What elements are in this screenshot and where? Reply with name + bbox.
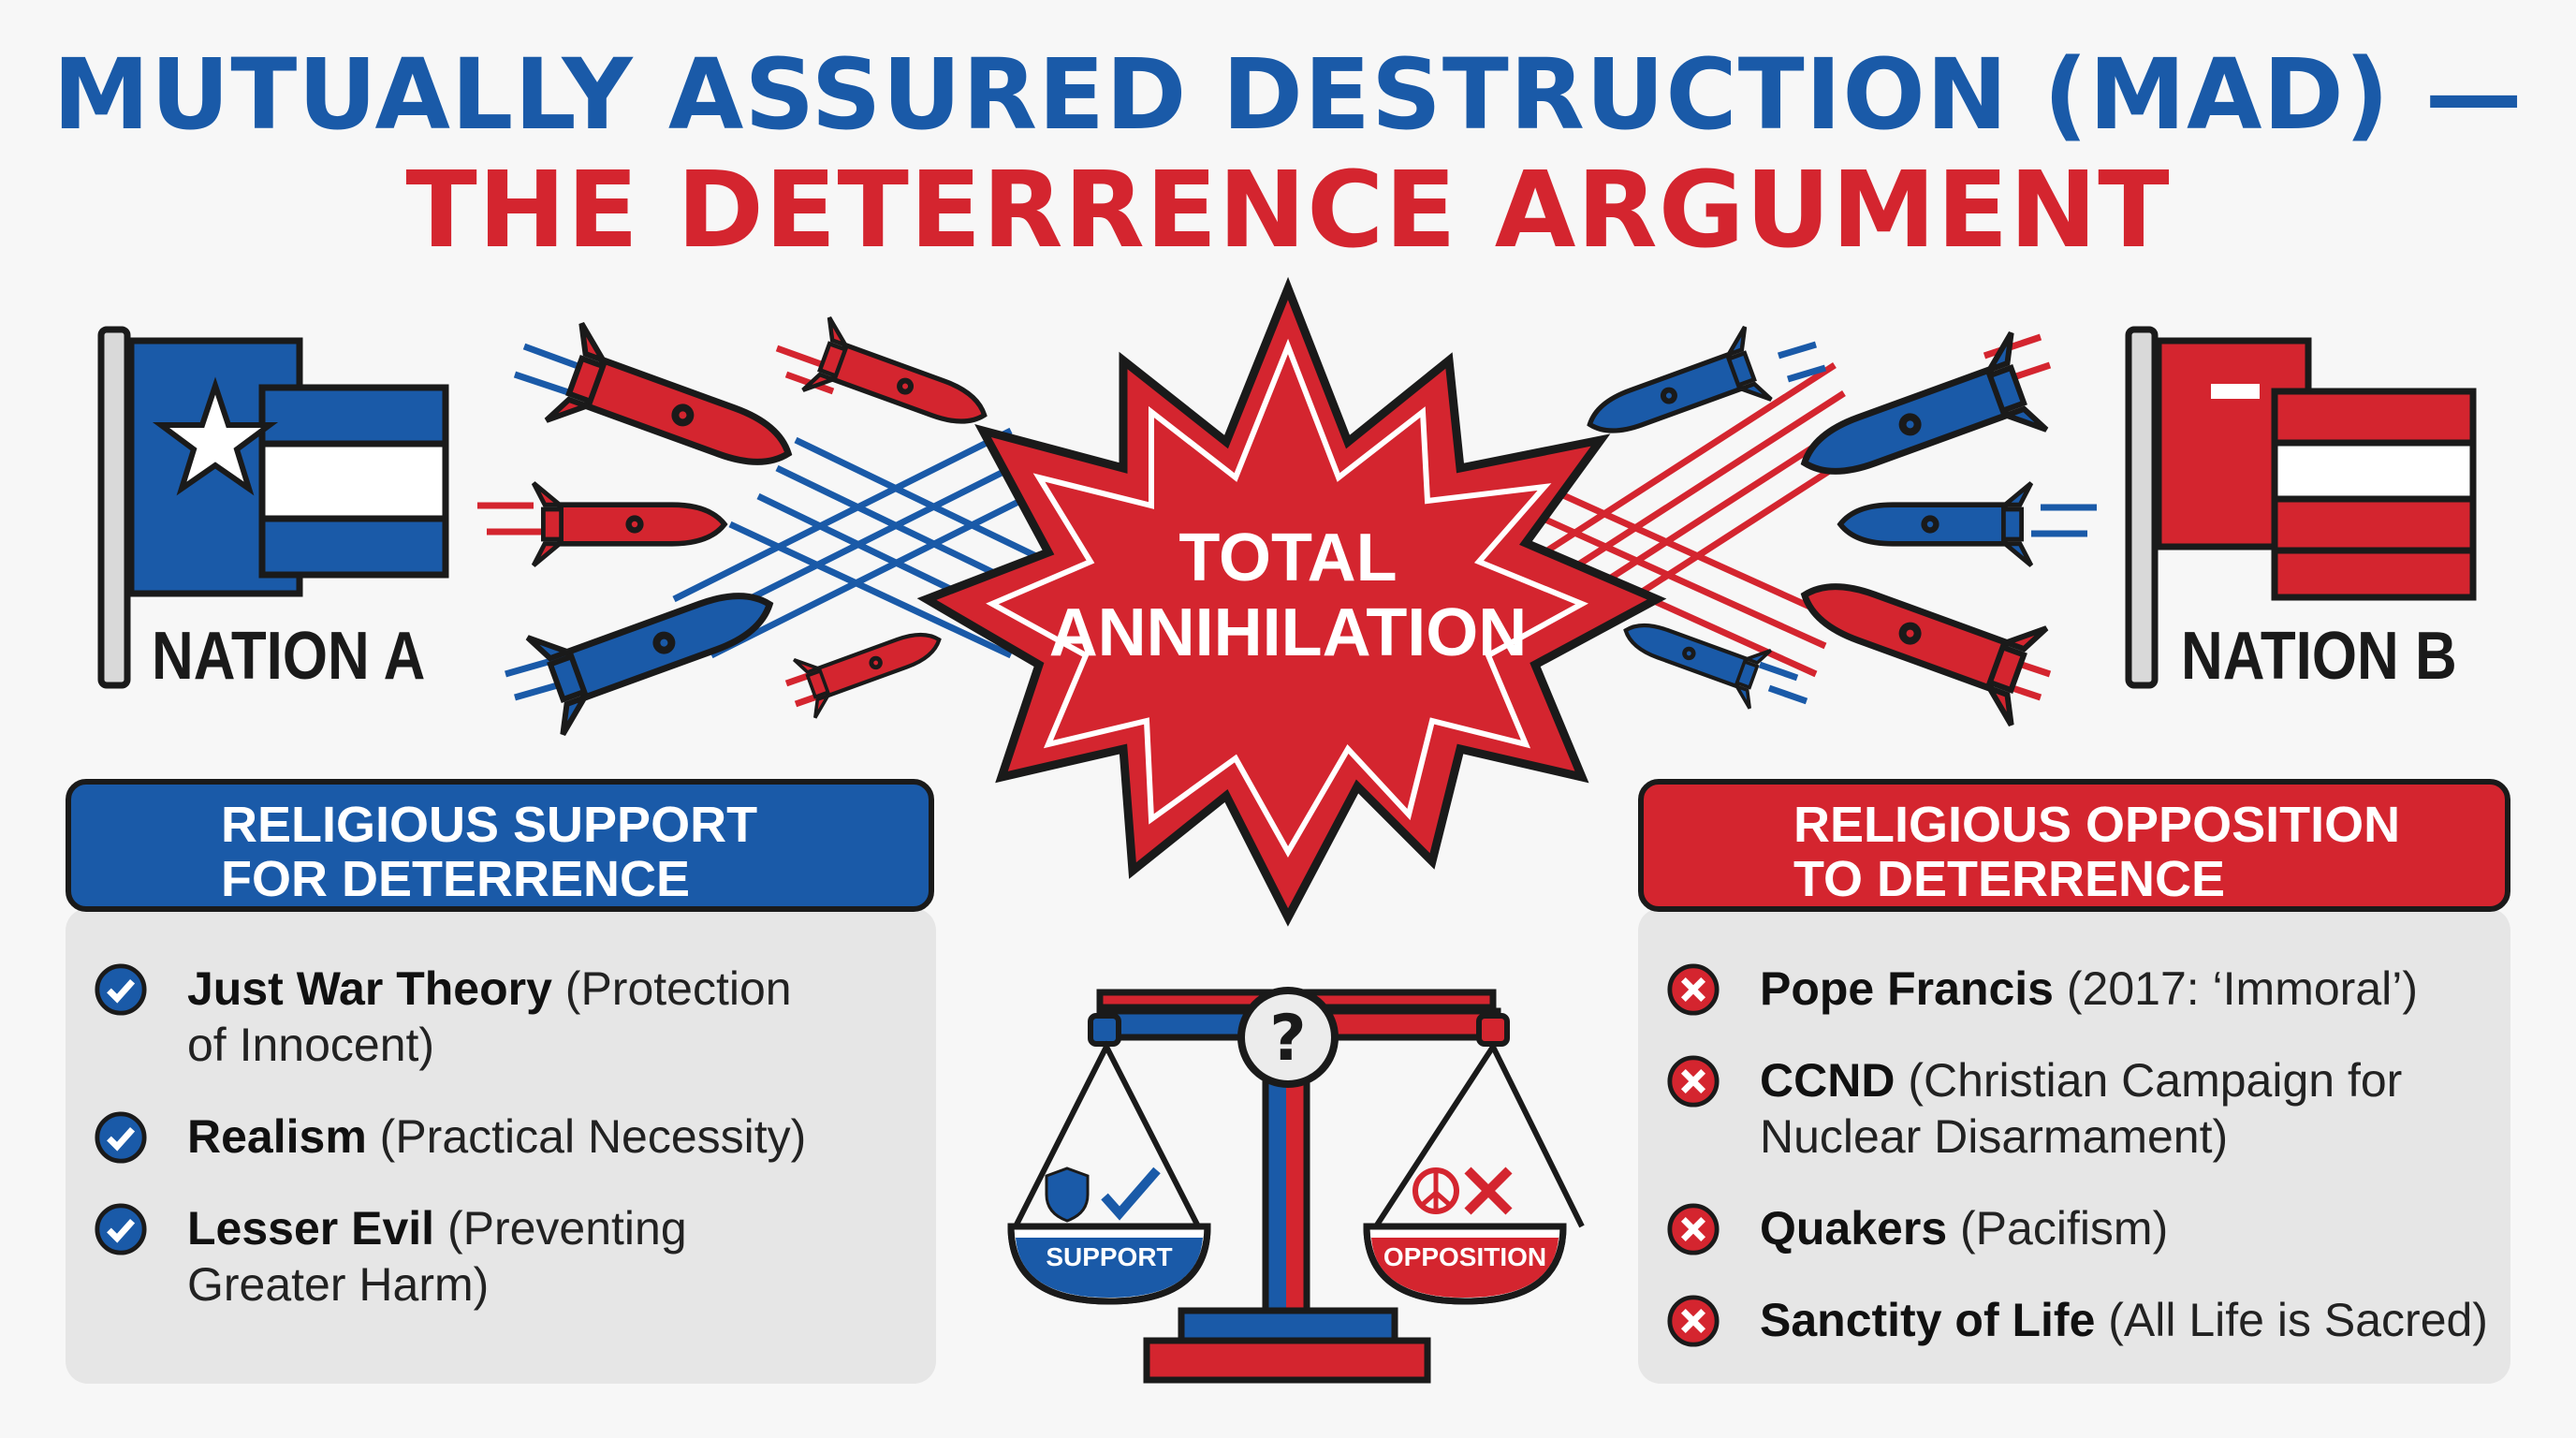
support-item: Lesser Evil (Preventing Greater Harm) xyxy=(95,1200,687,1313)
cross-icon xyxy=(1464,1167,1513,1215)
support-item: Realism (Practical Necessity) xyxy=(95,1108,806,1165)
explosion-burst xyxy=(916,276,1667,927)
opposition-item: Quakers (Pacifism) xyxy=(1667,1200,2168,1256)
trajectory-lines-left xyxy=(477,343,1069,708)
explosion-line-2: ANNIHILATION xyxy=(1048,595,1528,670)
support-panel-body xyxy=(66,908,936,1384)
opposition-item: Pope Francis (2017: ‘Immoral’) xyxy=(1667,961,2418,1017)
title-line-2: THE DETERRENCE ARGUMENT xyxy=(405,150,2171,271)
nation-b-flag xyxy=(2125,326,2477,689)
opposition-panel-header: RELIGIOUS OPPOSITION TO DETERRENCE xyxy=(1638,779,2510,912)
trajectory-lines-right xyxy=(1524,333,2097,705)
scale-support-label: SUPPORT xyxy=(1046,1242,1172,1271)
support-header-line-2: FOR DETERRENCE xyxy=(221,851,691,907)
question-mark: ? xyxy=(1269,1002,1306,1076)
nation-b-label: NATION B xyxy=(2181,619,2457,694)
checkmark-icon xyxy=(1101,1167,1161,1221)
nation-a-flag xyxy=(97,326,449,689)
support-item: Just War Theory (Protection of Innocent) xyxy=(95,961,792,1073)
opposition-item: Sanctity of Life (All Life is Sacred) xyxy=(1667,1292,2488,1348)
check-circle-icon xyxy=(95,1111,147,1164)
title-line-1: MUTUALLY ASSURED DESTRUCTION (MAD) — xyxy=(52,37,2524,152)
opposition-header-line-2: TO DETERRENCE xyxy=(1793,851,2226,907)
x-circle-icon xyxy=(1667,1203,1720,1255)
x-circle-icon xyxy=(1667,1055,1720,1108)
scale-opposition-label: OPPOSITION xyxy=(1383,1242,1546,1271)
opposition-header-line-1: RELIGIOUS OPPOSITION xyxy=(1793,797,2401,853)
peace-icon xyxy=(1412,1167,1459,1214)
star-icon xyxy=(152,376,279,496)
check-circle-icon xyxy=(95,1203,147,1255)
nation-a-label: NATION A xyxy=(152,619,426,694)
opposition-item: CCND (Christian Campaign for Nuclear Dis… xyxy=(1667,1052,2402,1165)
x-circle-icon xyxy=(1667,1295,1720,1347)
balance-scale: ? SUPPORT OPPOSITION xyxy=(1007,987,1585,1384)
explosion-label: TOTAL ANNIHILATION xyxy=(0,521,2576,670)
x-circle-icon xyxy=(1667,963,1720,1016)
opposition-panel-body xyxy=(1638,908,2510,1384)
support-header-line-1: RELIGIOUS SUPPORT xyxy=(221,797,758,853)
support-panel-header: RELIGIOUS SUPPORT FOR DETERRENCE xyxy=(66,779,934,912)
check-circle-icon xyxy=(95,963,147,1016)
explosion-line-1: TOTAL xyxy=(1178,521,1398,595)
shield-icon xyxy=(1045,1167,1090,1223)
